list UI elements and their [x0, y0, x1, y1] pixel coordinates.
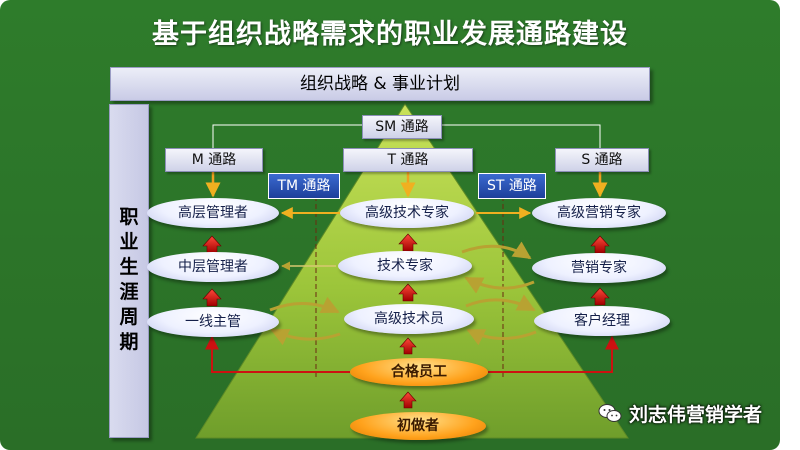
node-beginner: 初做者 — [350, 412, 486, 440]
path-sm: SM 通路 — [362, 115, 442, 139]
page-title: 基于组织战略需求的职业发展通路建设 — [152, 19, 628, 50]
node-qualified-employee: 合格员工 — [350, 358, 488, 386]
node-tech-senior-technician: 高级技术员 — [344, 304, 474, 334]
path-m: M 通路 — [165, 148, 263, 172]
watermark-text: 刘志伟营销学者 — [629, 403, 763, 426]
up-arrow-t-1 — [398, 233, 418, 252]
node-sales-account-manager: 客户经理 — [534, 306, 670, 336]
up-arrow-m-2 — [202, 288, 222, 307]
curve-arrow-low-left-1 — [269, 296, 340, 314]
wechat-icon — [598, 404, 622, 422]
up-arrow-m-1 — [202, 235, 222, 254]
red-arrow-to-left — [205, 335, 350, 373]
path-tm: TM 通路 — [268, 173, 340, 199]
node-management-middle: 中层管理者 — [147, 252, 279, 282]
career-cycle-label: 职业生涯周期 — [119, 206, 139, 353]
node-sales-expert: 营销专家 — [532, 253, 666, 283]
node-management-senior: 高层管理者 — [147, 198, 279, 228]
curve-arrow-mid-right-1 — [461, 241, 532, 260]
red-arrow-to-right — [488, 335, 619, 373]
path-st: ST 通路 — [478, 173, 546, 199]
curve-arrow-mid-right-2 — [464, 276, 535, 294]
up-arrow-s-2 — [590, 287, 610, 306]
curve-arrow-low-right-1 — [465, 294, 536, 312]
up-arrow-t-4 — [399, 391, 417, 409]
path-t: T 通路 — [343, 148, 473, 172]
node-management-frontline: 一线主管 — [147, 307, 279, 337]
career-cycle-sidebar: 职业生涯周期 — [109, 104, 149, 438]
node-sales-senior-expert: 高级营销专家 — [532, 198, 666, 228]
strategy-banner: 组织战略 & 事业计划 — [110, 67, 650, 101]
up-arrow-t-2 — [398, 283, 418, 302]
up-arrow-s-1 — [590, 235, 610, 254]
up-arrow-t-3 — [399, 337, 417, 355]
watermark: 刘志伟营销学者 — [597, 398, 762, 428]
node-tech-expert: 技术专家 — [338, 251, 472, 281]
node-tech-senior-expert: 高级技术专家 — [340, 198, 474, 228]
path-s: S 通路 — [555, 148, 649, 172]
curve-arrow-low-left-2 — [270, 328, 341, 346]
curve-arrow-low-right-2 — [466, 328, 537, 346]
